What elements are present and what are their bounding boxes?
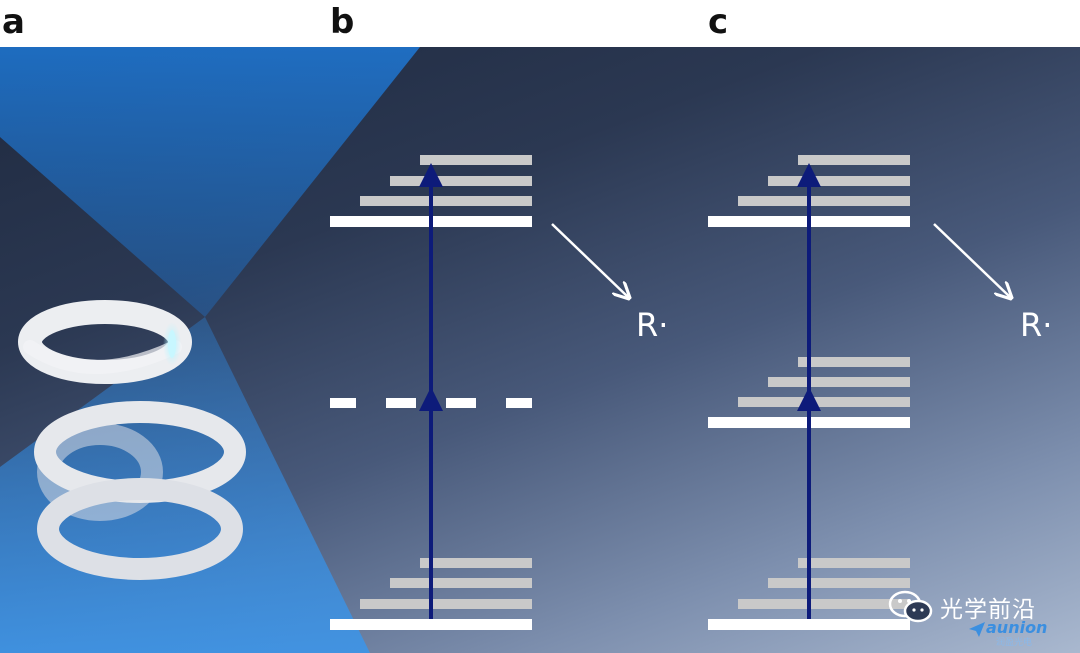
watermark-text: 光学前沿 [940,597,1036,623]
radical-formation-arrow [933,223,1010,297]
helical-structure [18,300,246,580]
radical-label-b: R· [636,306,669,344]
energy-diagram-b [330,155,628,630]
watermark: 光学前沿 aunion 润盈光电 [888,590,1073,648]
radical-formation-arrow [551,223,628,297]
watermark-logo: aunion [986,618,1048,637]
diagram-scene [0,47,1080,653]
virtual-state-level [330,398,532,408]
upper-vibrational-levels [738,155,910,206]
intermediate-vibrational-levels [738,357,910,407]
paper-plane-icon [969,622,985,637]
panel-label-a: a [2,2,25,42]
ground-vibrational-levels [360,558,532,609]
ground-state-level [708,619,910,630]
panel-label-b: b [330,2,355,42]
ground-state-level [330,619,532,630]
ground-vibrational-levels [738,558,910,609]
diagram-background: R· R· [0,47,1080,653]
upper-vibrational-levels [360,155,532,206]
energy-diagram-c [708,155,1010,630]
radical-label-c: R· [1020,306,1053,344]
watermark-subtitle: 润盈光电 [996,638,1033,648]
wechat-icon [888,590,933,623]
panel-label-c: c [708,2,729,42]
